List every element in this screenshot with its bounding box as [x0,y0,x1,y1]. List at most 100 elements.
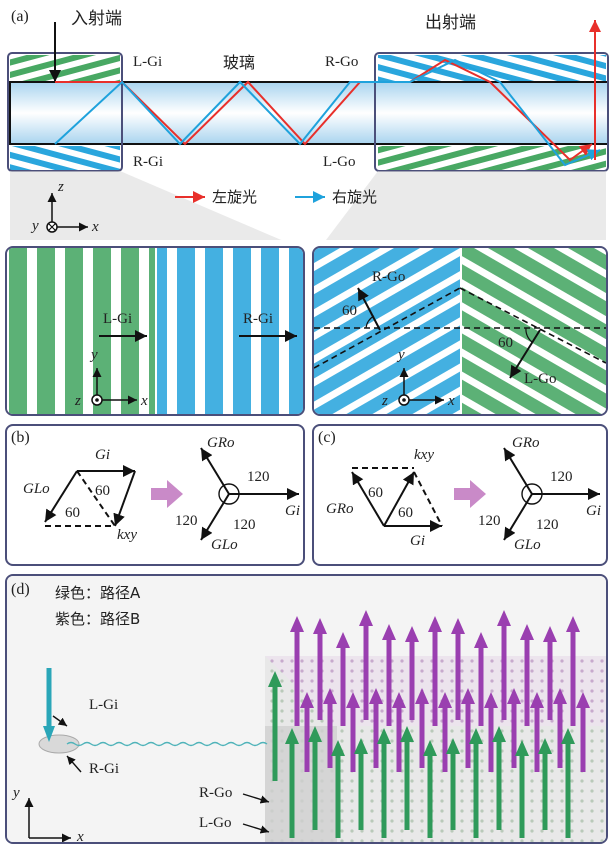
label-r-go-top: R-Go [325,54,359,70]
panel-b-glo-left: GLo [23,481,50,497]
axis-label-x: x [92,219,99,235]
panel-c-angle-a: 60 [368,485,383,501]
green-field-arrow [446,738,460,830]
panel-c-angle-120-1: 120 [550,469,573,485]
inset-left-l-gi: L-Gi [103,311,133,327]
green-field-arrow [561,728,575,838]
label-r-gi-bottom: R-Gi [133,154,163,170]
panel-b-kxy: kxy [117,527,137,543]
panel-b-glo-right: GLo [211,537,238,553]
inset-left-r-gi: R-Gi [243,311,273,327]
panel-d-l-go: L-Go [199,815,232,831]
purple-field-arrow [428,616,442,726]
green-field-arrow [538,738,552,830]
panel-b-tag: (b) [11,429,30,446]
panel-c-gi-right: Gi [586,503,601,519]
glass-label: 玻璃 [223,53,256,72]
inset-right-axis-x: x [448,393,455,409]
inset-left-art [7,248,303,414]
panel-c-diagram [351,447,600,541]
inset-right-axis-y: y [398,347,405,363]
green-field-arrow [268,671,282,781]
panel-b: (b) Gi GLo kxy 60 60 GRo Gi GLo 120 120 … [5,424,305,566]
purple-field-arrow [553,688,567,768]
inset-left-axis-y: y [91,347,98,363]
axis-label-y: y [32,218,39,234]
green-legend: 绿色：路径A [55,584,141,602]
grating-l-gi [10,55,120,81]
green-field-arrow [285,728,299,838]
panel-c-tag: (c) [318,429,336,446]
grating-l-go-zoom [462,248,606,414]
purple-field-arrow [497,610,511,720]
panel-c-gro-right: GRo [512,435,540,451]
purple-field-arrow [336,632,350,726]
purple-field-arrow [461,688,475,768]
purple-field-arrow [405,626,419,720]
input-grating-disc [38,734,80,754]
inset-right-l-go: L-Go [524,371,557,387]
purple-field-arrow [382,624,396,726]
panel-d-r-gi: R-Gi [89,761,119,777]
panel-d-l-gi: L-Gi [89,697,119,713]
panel-c-gro-left: GRo [326,501,354,517]
purple-field-arrow [323,688,337,768]
axis-label-z: z [58,179,64,195]
panel-b-gi: Gi [95,447,110,463]
purple-field-arrow [392,692,406,772]
purple-field-arrow [359,610,373,720]
panel-c-kxy: kxy [414,447,434,463]
legend-left-label: 左旋光 [212,188,258,206]
purple-field-arrow [520,624,534,726]
panel-b-diagram [44,447,299,541]
green-field-arrow [331,740,345,838]
purple-field-arrow [451,618,465,720]
zoom-right [326,171,606,240]
purple-field-arrow [313,618,327,720]
arrow-field [268,610,590,838]
inset-right-art [314,248,606,414]
output-end-label: 出射端 [425,13,476,33]
green-field-arrow [492,726,506,830]
purple-field-arrow [484,692,498,772]
inset-left-axis-x: x [141,393,148,409]
green-field-arrow [400,726,414,830]
purple-field-arrow [507,688,521,768]
panel-d-axis-x: x [77,829,84,844]
inset-right-r-go: R-Go [372,269,406,285]
blue-beam-path [54,58,601,167]
green-field-arrow [423,740,437,838]
panel-c-angle-b: 60 [398,505,413,521]
panel-c: (c) kxy GRo Gi 60 60 GRo Gi GLo 120 120 … [312,424,608,566]
purple-field-arrow [543,626,557,720]
inset-left-axis-z: z [75,393,81,409]
inset-right-angle2: 60 [498,335,513,351]
purple-field-arrow [415,688,429,768]
purple-field-arrow [566,616,580,726]
input-end-label: 入射端 [71,9,122,29]
grating-r-gi-zoom [157,248,303,414]
label-l-go-bottom: L-Go [323,154,356,170]
inset-right: R-Go L-Go 60 60 y z x [312,246,608,416]
panel-d-tag: (d) [11,581,30,598]
purple-field-arrow [474,632,488,726]
green-field-arrow [515,740,529,838]
purple-field-arrow [300,692,314,772]
panel-b-angle-b: 60 [65,505,80,521]
panel-c-angle-120-2: 120 [478,513,501,529]
panel-a-tag: (a) [11,8,29,25]
purple-field-arrow [576,692,590,772]
grating-r-go-zoom [314,248,460,414]
purple-field-arrow [438,692,452,772]
inset-right-axis-z: z [382,393,388,409]
green-field-arrow [469,728,483,838]
zoom-left [10,171,282,240]
inset-left: L-Gi R-Gi y z x [5,246,305,416]
inset-right-angle1: 60 [342,303,357,319]
panel-d: (d) 绿色：路径A 紫色：路径B L-Gi R-Gi R-Go L-Go y … [5,574,608,844]
grating-r-gi [10,146,120,170]
panel-c-glo-right: GLo [514,537,541,553]
legend-right-label: 右旋光 [332,188,378,206]
guided-wave [66,741,268,747]
panel-b-gi-right: Gi [285,503,300,519]
